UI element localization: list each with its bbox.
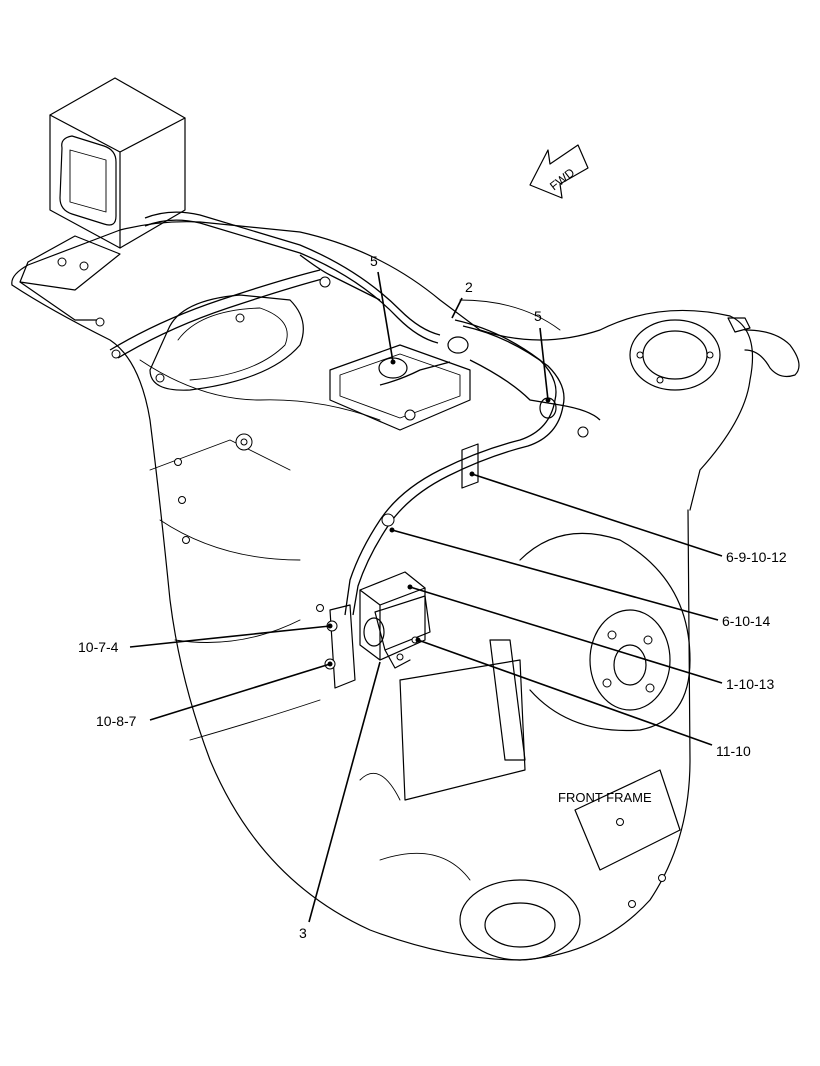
forward-direction-arrow-icon (529, 144, 589, 199)
callout-3: 3 (299, 925, 307, 941)
fwd-label: FWD (547, 165, 577, 193)
right-pivot (629, 317, 800, 391)
callout-2: 2 (465, 279, 473, 295)
hose-routing (109, 211, 601, 616)
callout-5-right: 5 (534, 308, 542, 324)
callout-10-7-4: 10-7-4 (78, 639, 119, 655)
front-frame-lower (359, 659, 681, 961)
callout-5-upper: 5 (370, 253, 378, 269)
rear-light-bracket (19, 77, 186, 327)
front-frame-label: FRONT FRAME (558, 790, 652, 805)
callout-10-8-7: 10-8-7 (96, 713, 137, 729)
callout-6-9-10-12: 6-9-10-12 (726, 549, 787, 565)
left-frame-holes (174, 433, 324, 612)
callout-1-10-13: 1-10-13 (726, 676, 774, 692)
upper-plate (149, 294, 471, 431)
callout-6-10-14: 6-10-14 (722, 613, 770, 629)
callout-leaders (129, 271, 723, 923)
fwd-arrow: FWD (529, 144, 589, 199)
callout-11-10: 11-10 (716, 743, 751, 759)
callout-labels: 5 2 5 6-9-10-12 6-10-14 10-7-4 1-10-13 1… (78, 253, 787, 941)
